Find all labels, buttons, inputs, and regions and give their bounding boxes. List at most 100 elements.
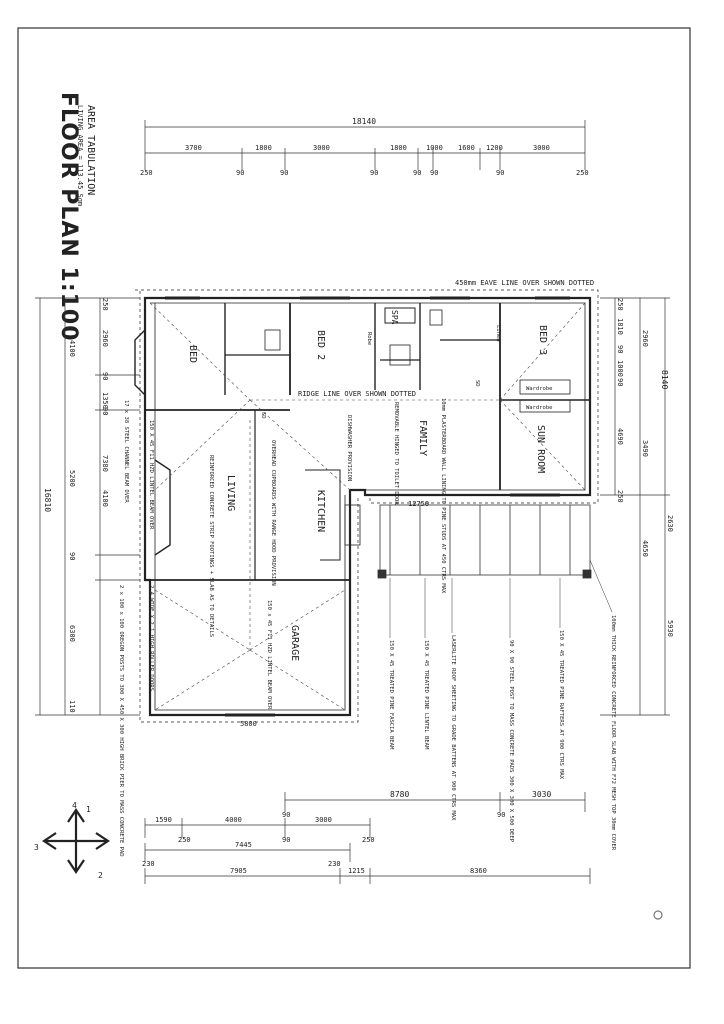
note-leaders: [389, 559, 613, 638]
sheet-border: [17, 27, 691, 969]
bottom-row2-2: 4000: [225, 816, 242, 824]
building-walls: [134, 289, 599, 723]
top-wall-6: 90: [430, 169, 438, 177]
title-block: FLOOR PLAN 1:100: [56, 92, 81, 342]
fixture-sd-2: SD: [260, 412, 266, 419]
room-bed: BED: [187, 345, 198, 363]
note-steel-post: 90 X 90 STEEL POST TO MASS CONCRETE PADS…: [508, 640, 514, 843]
compass-2: 2: [98, 871, 103, 880]
right2-dim-3: 2630: [666, 515, 674, 532]
garage-width-dim: 5800: [240, 720, 257, 728]
top-seg-1: 3700: [185, 144, 202, 152]
top-wall-7: 90: [496, 169, 504, 177]
left-dim-2: 2960: [101, 330, 109, 347]
top-seg-8: 3000: [533, 144, 550, 152]
note-cupboards: OVERHEAD CUPBOARDS WITH RANGE HOOD PROVI…: [270, 440, 276, 586]
bottom-row4-1: 7905: [230, 867, 247, 875]
bottom-row2-1: 1590: [155, 816, 172, 824]
bottom-row4-3: 8360: [470, 867, 487, 875]
right-dim-6: 4690: [616, 428, 624, 445]
compass-1: 1: [86, 805, 91, 814]
area-heading: AREA TABULATION: [85, 105, 96, 195]
note-rafters: 150 X 45 TREATED PINE RAFTERS AT 900 CTR…: [558, 630, 564, 780]
fixture-linen: Linen: [495, 325, 501, 342]
top-overall-dim: 18140: [352, 117, 376, 126]
right2-dim-1: 2960: [641, 330, 649, 347]
room-bed2: BED 2: [315, 330, 326, 360]
top-wall-5: 90: [413, 169, 421, 177]
note-strip-footing: REINFORCED CONCRETE STRIP FOOTINGS + SLA…: [208, 455, 214, 637]
bottom-row4-2: 1215: [348, 867, 365, 875]
note-garage-beam: 150 x 45 F11 HZD LINTEL BEAM OVER: [266, 600, 272, 710]
bottom-row3-1: 7445: [235, 841, 252, 849]
top-wall-1: 250: [140, 169, 153, 177]
note-fascia: 150 X 45 TREATED PINE FASCIA BEAM: [388, 640, 394, 750]
left-mid-2: 7380: [101, 455, 109, 472]
left-dim-6: 5200: [68, 470, 76, 487]
fixture-wardrobe-1: Wardrobe: [526, 386, 553, 392]
ridge-note: RIDGE LINE OVER SHOWN DOTTED: [298, 390, 416, 398]
left-dim-8: 6300: [68, 625, 76, 642]
bottom-row1-2: 3030: [532, 790, 551, 799]
pergola: [377, 504, 592, 579]
bottom-row3-2: 230: [328, 860, 341, 868]
left-dim-1: 250: [101, 298, 109, 311]
left-dimensions: [35, 297, 140, 716]
top-seg-6: 1600: [458, 144, 475, 152]
fixture-robe: Robe: [366, 332, 372, 345]
top-wall-3: 90: [280, 169, 288, 177]
top-seg-2: 1800: [255, 144, 272, 152]
pergola-dim: 12750: [408, 500, 429, 508]
top-seg-7: 1200: [486, 144, 503, 152]
room-sunroom: SUN ROOM: [535, 425, 546, 473]
bottom-row2-3: 3000: [315, 816, 332, 824]
room-garage: GARAGE: [289, 625, 300, 661]
top-seg-5: 1000: [426, 144, 443, 152]
bottom-row4-wall-1: 230: [142, 860, 155, 868]
left-overall-dim: 16810: [43, 488, 52, 512]
left-dim-7: 90: [68, 552, 76, 560]
bottom-row1-1: 8780: [390, 790, 409, 799]
right-dim-2: 1810: [616, 318, 624, 335]
compass-icon: [42, 808, 110, 874]
bottom-row2-wall-1: 250: [178, 836, 191, 844]
note-slab: 100mm THICK REINFORCED CONCRETE FLOOR SL…: [610, 615, 616, 851]
right-far-dim: 5930: [666, 620, 674, 637]
area-line: LIVING AREA = 113.45 Sqm: [76, 105, 84, 206]
note-pine-lintel: 150 X 45 TREATED PINE LINTEL BEAM: [423, 640, 429, 750]
page-title: FLOOR PLAN 1:100: [56, 92, 81, 342]
left-dim-5: 90: [101, 407, 109, 415]
bottom-row2-wall-2: 90: [282, 836, 290, 844]
bottom-row1-wall-2: 90: [497, 811, 505, 819]
room-living: LIVING: [225, 475, 236, 511]
left-dim-3: 90: [101, 372, 109, 380]
left-dim-9: 110: [68, 700, 76, 713]
right-overall-dim: 8140: [660, 370, 669, 389]
right2-dim-4: 4650: [641, 540, 649, 557]
note-wall: 10mm PLASTERBOARD WALL LINING TO PINE ST…: [440, 398, 446, 594]
eave-note: 450mm EAVE LINE OVER SHOWN DOTTED: [455, 279, 594, 287]
note-lite-roof: LASERLITE ROOF SHEETING TO GRADE BATTENS…: [450, 635, 456, 821]
left-mid-3: 4100: [101, 490, 109, 507]
note-removable: REMOVABLE HINGED TO TOILET DOOR: [393, 402, 399, 505]
note-lintel-beam: 150 X 45 F11 HZD LINTEL BEAM OVER: [148, 420, 154, 530]
right-dim-7: 250: [616, 490, 624, 503]
top-wall-4: 90: [370, 169, 378, 177]
room-spa: SPA: [390, 310, 399, 325]
top-seg-3: 3000: [313, 144, 330, 152]
fixture-wardrobe-2: Wardrobe: [526, 405, 553, 411]
room-bed3: BED 3: [537, 325, 548, 355]
note-dishwasher: DISHWASHER PROVISION: [346, 415, 352, 481]
compass-4: 4: [72, 801, 77, 810]
right-dim-4: 1000: [616, 360, 624, 377]
right2-dim-2: 3490: [641, 440, 649, 457]
top-wall-2: 90: [236, 169, 244, 177]
compass-3: 3: [34, 843, 39, 852]
roof-hip-lines: [149, 302, 586, 711]
scan-dot: [653, 910, 663, 920]
note-channel: 17 x 38 STEEL CHANNEL BEAM OVER: [123, 400, 129, 503]
area-tabulation: AREA TABULATION LIVING AREA = 113.45 Sqm: [76, 105, 96, 206]
bottom-dimensions: [144, 792, 591, 884]
left-dim-4: 1350: [101, 392, 109, 409]
